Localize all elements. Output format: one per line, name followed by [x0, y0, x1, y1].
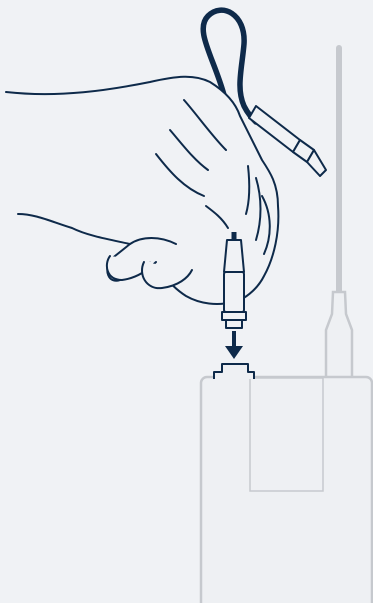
plug-strain-relief — [223, 239, 245, 273]
connector-socket — [213, 363, 255, 379]
plug — [221, 232, 247, 329]
plug-collar — [221, 311, 247, 321]
hand — [5, 75, 280, 305]
curled-finger-2 — [141, 261, 193, 290]
insertion-arrow — [225, 331, 243, 359]
finger-crease-1 — [155, 153, 205, 197]
finger-crease-3 — [183, 99, 227, 151]
finger-line-5 — [255, 177, 262, 241]
bodypack-transmitter — [199, 363, 373, 603]
plug-tip — [225, 319, 243, 329]
finger-crease-2 — [169, 129, 209, 171]
thumb-crease — [205, 205, 229, 229]
finger-knuckle — [129, 237, 177, 245]
transmitter-body — [199, 375, 373, 603]
second-plug — [248, 105, 327, 177]
finger-line-4 — [245, 165, 251, 215]
transmitter-battery-door — [249, 377, 324, 492]
second-plug-tip — [306, 149, 327, 177]
plug-body — [223, 271, 245, 313]
arrow-head — [225, 346, 243, 359]
finger-line-6 — [261, 195, 271, 255]
